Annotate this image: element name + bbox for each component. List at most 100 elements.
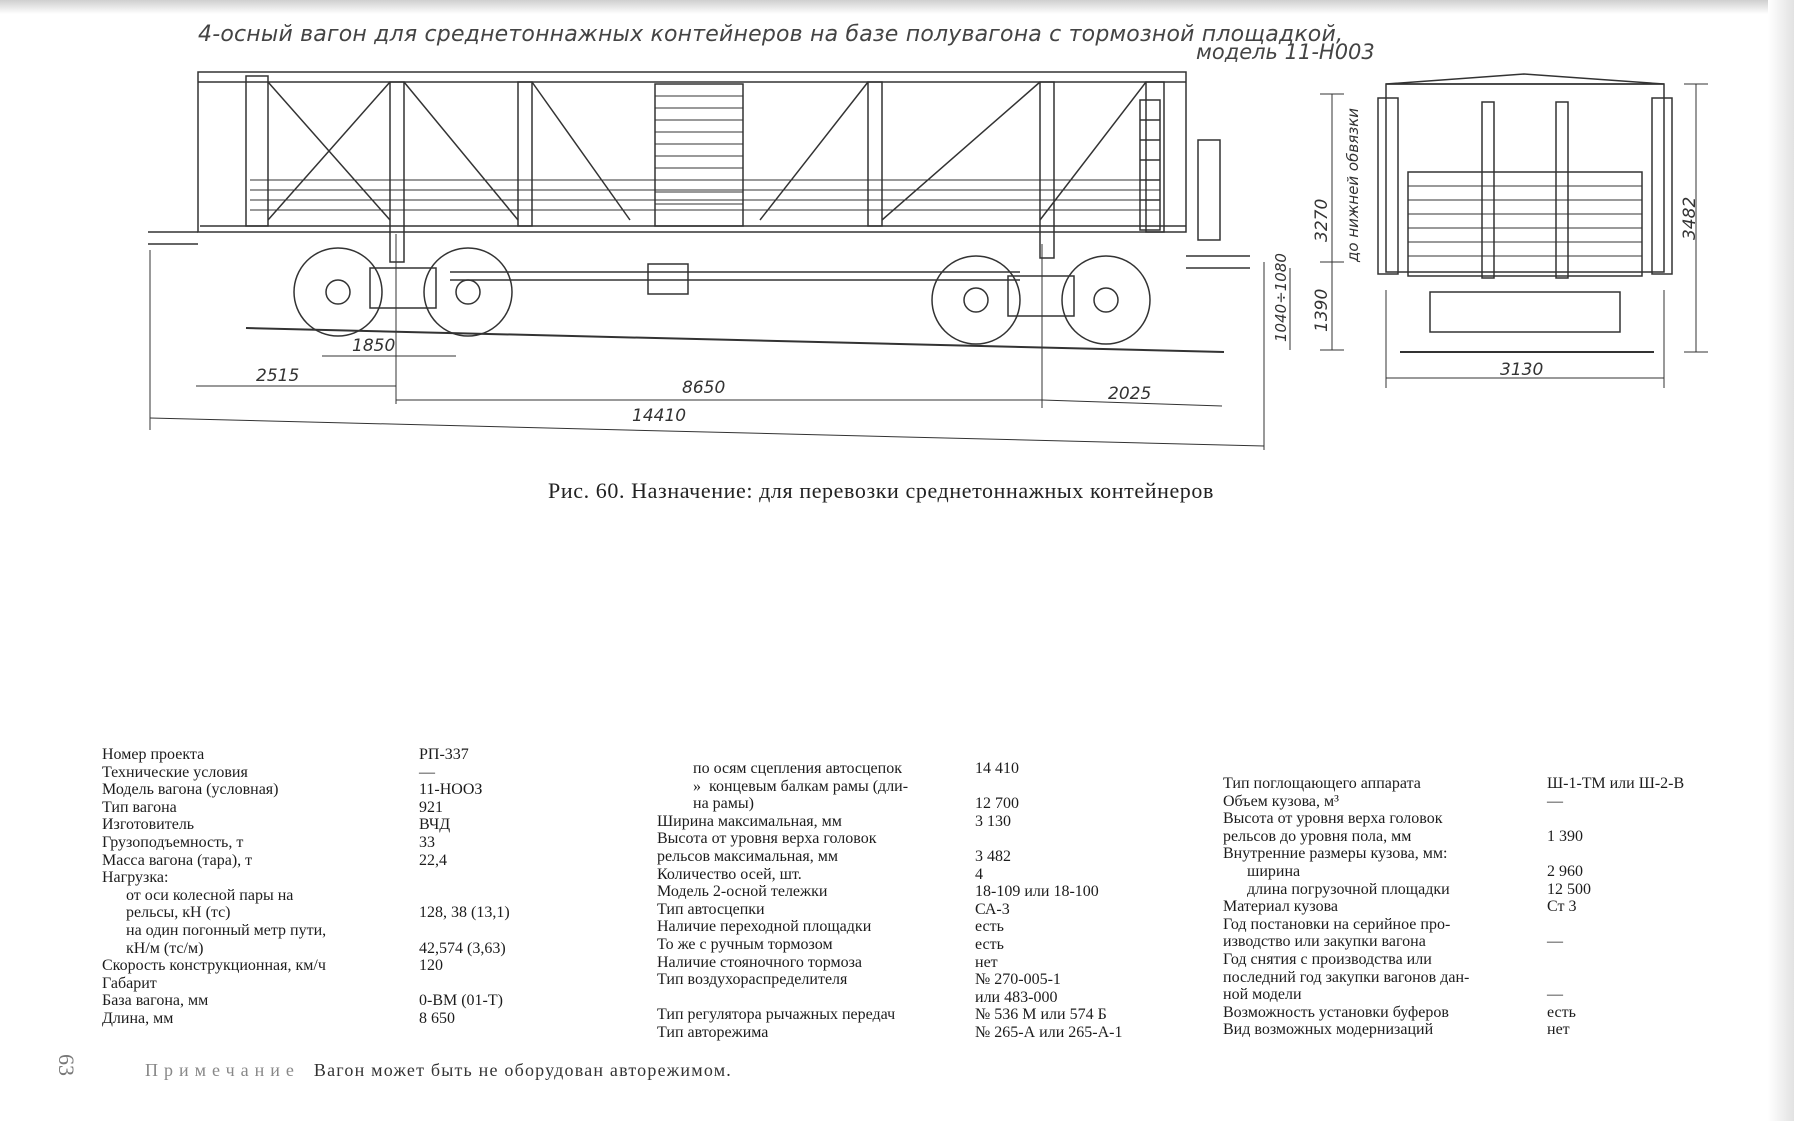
spec-label: Изготовитель	[102, 816, 195, 834]
spec-value: нет	[1547, 1021, 1570, 1039]
dim-body-height: 3270	[1312, 198, 1332, 242]
spec-row: ной модели—	[1223, 986, 1743, 1004]
spec-row: Модель 2-осной тележки 18-109 или 18-100	[657, 883, 1177, 901]
spec-value: 18-109 или 18-100	[975, 883, 1099, 901]
spec-value: есть	[1547, 1003, 1576, 1021]
spec-value	[1543, 810, 1547, 828]
spec-value: 22,4	[419, 851, 447, 869]
spec-label: Материал кузова	[1223, 898, 1339, 916]
spec-row: Вид возможных модернизаций нет	[1223, 1021, 1743, 1039]
spec-row: Номер проекта РП-337	[102, 746, 622, 764]
spec-row: Габарит	[102, 975, 622, 993]
spec-value: 0-ВМ (01-Т)	[419, 992, 503, 1010]
side-view	[148, 71, 1250, 353]
spec-row: последний год закупки вагонов дан-	[1223, 969, 1743, 987]
spec-row: Количество осей, шт.4	[657, 866, 1177, 884]
spec-value	[1543, 969, 1547, 987]
spec-value: —	[1547, 792, 1563, 810]
spec-row: Внутренние размеры кузова, мм:	[1223, 845, 1743, 863]
spec-row: Материал кузова Ст 3	[1223, 898, 1743, 916]
spec-row: рельсы, кН (тс) 128, 38 (13,1)	[102, 904, 622, 922]
spec-value: —	[1547, 986, 1563, 1004]
spec-label: Тип регулятора рычажных передач	[657, 1006, 896, 1024]
spec-label: Скорость конструкционная, км/ч	[102, 957, 326, 975]
dim-lower-binding: до нижней обвязки	[1344, 107, 1362, 262]
footnote-text: Вагон может быть не оборудован авторежим…	[313, 1060, 732, 1080]
spec-row: Высота от уровня верха головок	[657, 830, 1177, 848]
spec-value: —	[419, 763, 435, 781]
spec-label: То же с ручным тормозом	[657, 935, 833, 953]
spec-label: Габарит	[102, 974, 157, 992]
spec-value	[417, 975, 419, 993]
spec-value: РП-337	[419, 746, 469, 763]
page-number: 63	[54, 1054, 79, 1076]
spec-row: Тип автосцепки СА-3	[657, 901, 1177, 919]
spec-row: от оси колесной пары на	[102, 887, 622, 905]
dim-width: 3130	[1500, 360, 1544, 380]
dim-bogie-base: 1850	[352, 336, 396, 356]
spec-label: рельсов до уровня пола, мм	[1223, 827, 1412, 845]
spec-value: Ст 3	[1547, 898, 1577, 916]
spec-label: Грузоподъемность, т	[102, 833, 244, 851]
spec-label: рельсы, кН (тс)	[102, 904, 231, 922]
dim-coupler-height: 1040÷1080	[1272, 253, 1290, 342]
spec-value: 11-НООЗ	[419, 781, 483, 799]
spec-row: Тип вагона 921	[102, 799, 622, 817]
spec-label: Тип поглощающего аппарата	[1223, 775, 1421, 792]
dim-floor-height: 1390	[1312, 288, 1332, 332]
spec-value	[417, 869, 419, 887]
spec-label: Год постановки на серийное про-	[1223, 915, 1451, 933]
figure-caption: Рис. 60. Назначение: для перевозки средн…	[548, 478, 1214, 503]
drawing-title: 4-осный вагон для среднетоннажных контей…	[198, 22, 1344, 47]
spec-label: Нагрузка:	[102, 869, 169, 887]
spec-row: на рамы)12 700	[657, 795, 1177, 813]
spec-label: изводство или закупки вагона	[1223, 933, 1426, 951]
spec-value: 12 500	[1547, 880, 1591, 898]
spec-label: кН/м (тс/м)	[102, 939, 204, 957]
spec-label: Длина, мм	[102, 1009, 174, 1027]
spec-value: 8 650	[419, 1009, 455, 1027]
spec-value: нет	[975, 953, 998, 971]
spec-row: или 483-000	[657, 989, 1177, 1007]
spec-label: Модель вагона (условная)	[102, 781, 279, 799]
spec-value	[1543, 845, 1547, 863]
spec-label: Количество осей, шт.	[657, 865, 802, 883]
spec-label: Вид возможных модернизаций	[1223, 1021, 1434, 1039]
spec-row: » концевым балкам рамы (дли-	[657, 778, 1177, 796]
spec-value: 3 482	[975, 847, 1011, 865]
spec-value	[1543, 951, 1547, 969]
spec-label: Модель 2-осной тележки	[657, 883, 828, 901]
spec-value	[417, 922, 419, 940]
spec-label	[657, 989, 975, 1007]
spec-value: 128, 38 (13,1)	[419, 904, 510, 922]
spec-value: СА-3	[975, 900, 1010, 918]
spec-value: 120	[419, 957, 443, 975]
spec-value	[1543, 916, 1547, 934]
spec-row: кН/м (тс/м)42,574 (3,63)	[102, 940, 622, 958]
spec-value: № 265-А или 265-А-1	[975, 1023, 1123, 1041]
spec-value: 921	[419, 798, 443, 816]
spec-label: Тип вагона	[102, 798, 177, 816]
spec-label: Номер проекта	[102, 746, 205, 763]
spec-value: —	[1547, 933, 1563, 951]
spec-label: Тип автосцепки	[657, 900, 765, 918]
dim-total-length: 14410	[632, 406, 687, 426]
spec-label: Наличие переходной площадки	[657, 918, 872, 936]
spec-label: от оси колесной пары на	[102, 886, 294, 904]
end-view	[1377, 73, 1708, 388]
